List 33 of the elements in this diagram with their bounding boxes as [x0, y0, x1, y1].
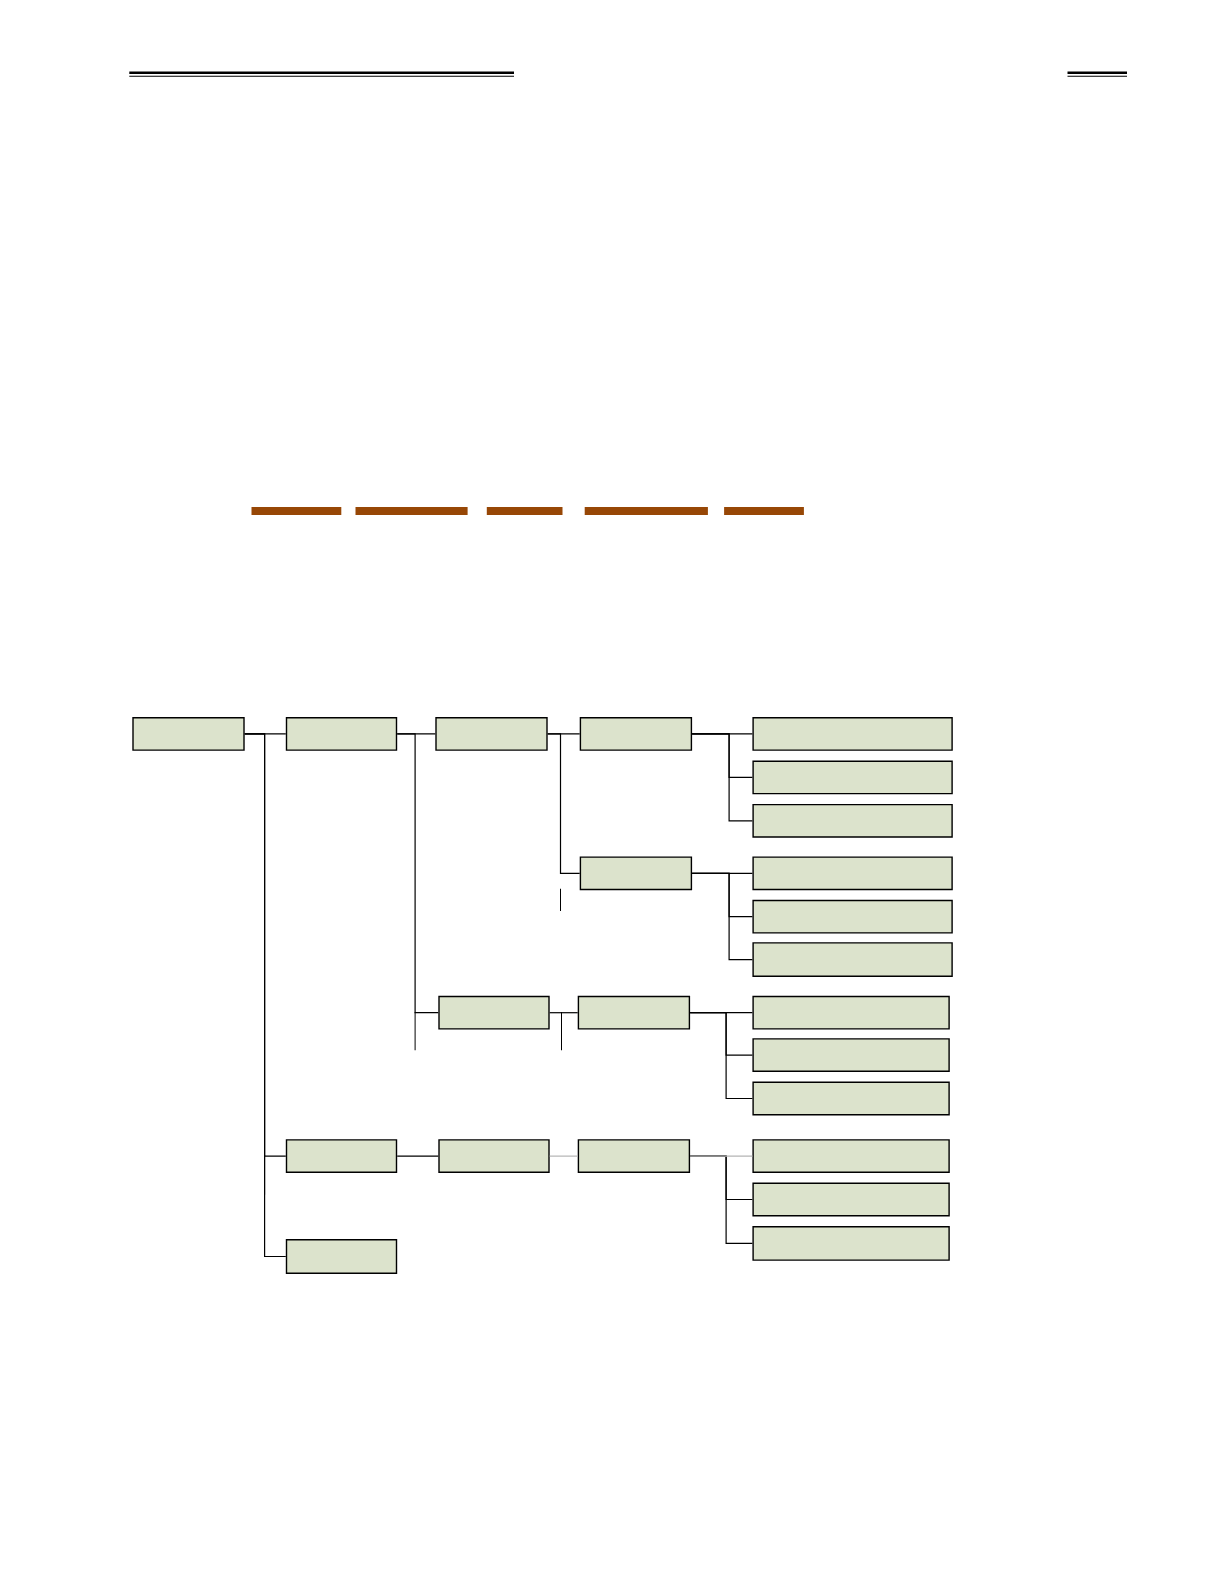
- connector-line: [396, 733, 439, 1014]
- connector-line: [689, 1012, 753, 1100]
- connector-line: [549, 1155, 579, 1157]
- chart-box: [438, 1139, 550, 1173]
- chart-box: [438, 995, 550, 1030]
- chart-box: [579, 856, 693, 891]
- chart-box: [752, 717, 953, 751]
- connector-line: [549, 1012, 579, 1014]
- chart-box: [435, 717, 548, 751]
- chart-box: [752, 856, 953, 891]
- connector-line: [691, 872, 753, 961]
- chart-box: [577, 1139, 691, 1173]
- chart-box: [285, 717, 398, 751]
- chart-box: [579, 717, 693, 751]
- chart-box: [752, 1226, 950, 1261]
- chart-box: [752, 1139, 950, 1173]
- connector-line: [396, 1155, 439, 1157]
- chart-box: [285, 1239, 398, 1274]
- chart-box: [752, 995, 950, 1030]
- connector-line: [689, 1155, 753, 1157]
- chart-box: [752, 1081, 950, 1116]
- chart-box: [132, 717, 245, 751]
- connector-line: [547, 733, 581, 874]
- connector-line: [244, 733, 287, 1258]
- chart-box: [752, 1182, 950, 1217]
- connector-line: [691, 733, 753, 822]
- chart-box: [752, 1038, 950, 1072]
- chart-box: [752, 899, 953, 934]
- chart-box: [577, 995, 691, 1030]
- chart-box: [752, 803, 953, 838]
- chart-box: [752, 760, 953, 795]
- chart-box: [285, 1139, 398, 1173]
- chart-box: [752, 942, 953, 977]
